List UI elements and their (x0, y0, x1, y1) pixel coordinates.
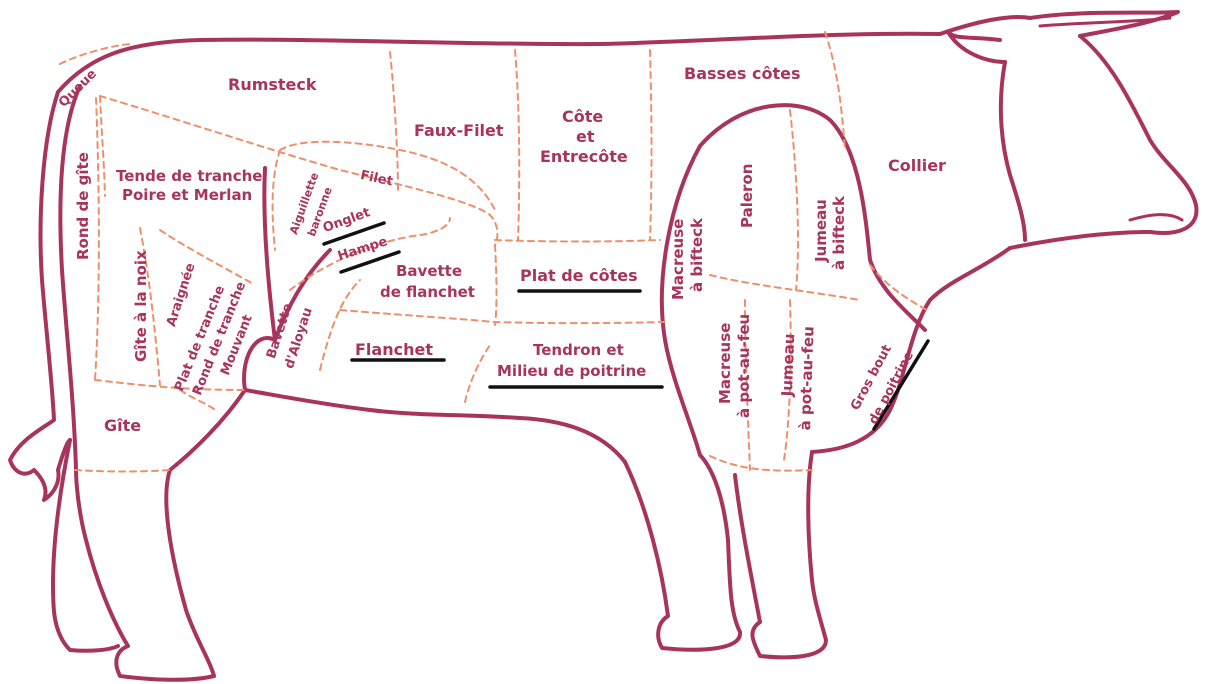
cut-label-faux-filet: Faux-Filet (414, 121, 504, 141)
cut-label-jumeau-pot-2: à pot-au-feu (796, 326, 818, 431)
cut-label-paleron: Paleron (738, 164, 756, 228)
cut-label-cote-2: et (576, 127, 595, 147)
cut-label-macreuse-pot-2: à pot-au-feu (735, 314, 753, 418)
cut-label-gite: Gîte (104, 416, 141, 436)
cut-label-flanchet: Flanchet (355, 340, 433, 360)
cut-label-tendron-1: Tendron et (533, 341, 624, 359)
cut-label-cote-3: Entrecôte (540, 147, 628, 167)
cut-label-bavette-flanchet-1: Bavette (396, 262, 462, 280)
cut-label-plat-de-cotes: Plat de côtes (520, 266, 638, 286)
cut-label-macreuse-bifteck-2: à bifteck (688, 218, 706, 292)
cut-label-basses-cotes: Basses côtes (684, 64, 800, 84)
cut-label-rond-de-gite: Rond de gîte (74, 152, 92, 260)
cut-label-tende-2: Poire et Merlan (122, 186, 252, 204)
cut-label-tendron-2: Milieu de poitrine (497, 362, 646, 380)
cut-label-collier: Collier (888, 156, 946, 176)
cut-label-rumsteck: Rumsteck (228, 75, 317, 95)
cut-label-tende-1: Tende de tranche (116, 167, 262, 185)
cut-label-bavette-flanchet-2: de flanchet (380, 283, 475, 301)
cut-label-jumeau-bifteck-1: Jumeau (812, 199, 830, 262)
cut-label-jumeau-bifteck-2: à bifteck (830, 196, 848, 270)
cut-label-gite-a-la-noix: Gîte à la noix (132, 250, 150, 362)
cut-label-macreuse-bifteck-1: Macreuse (669, 219, 687, 300)
cut-label-jumeau-pot-1: Jumeau (778, 333, 798, 396)
cut-label-macreuse-pot-1: Macreuse (716, 323, 734, 404)
cut-label-cote-1: Côte (562, 107, 603, 127)
